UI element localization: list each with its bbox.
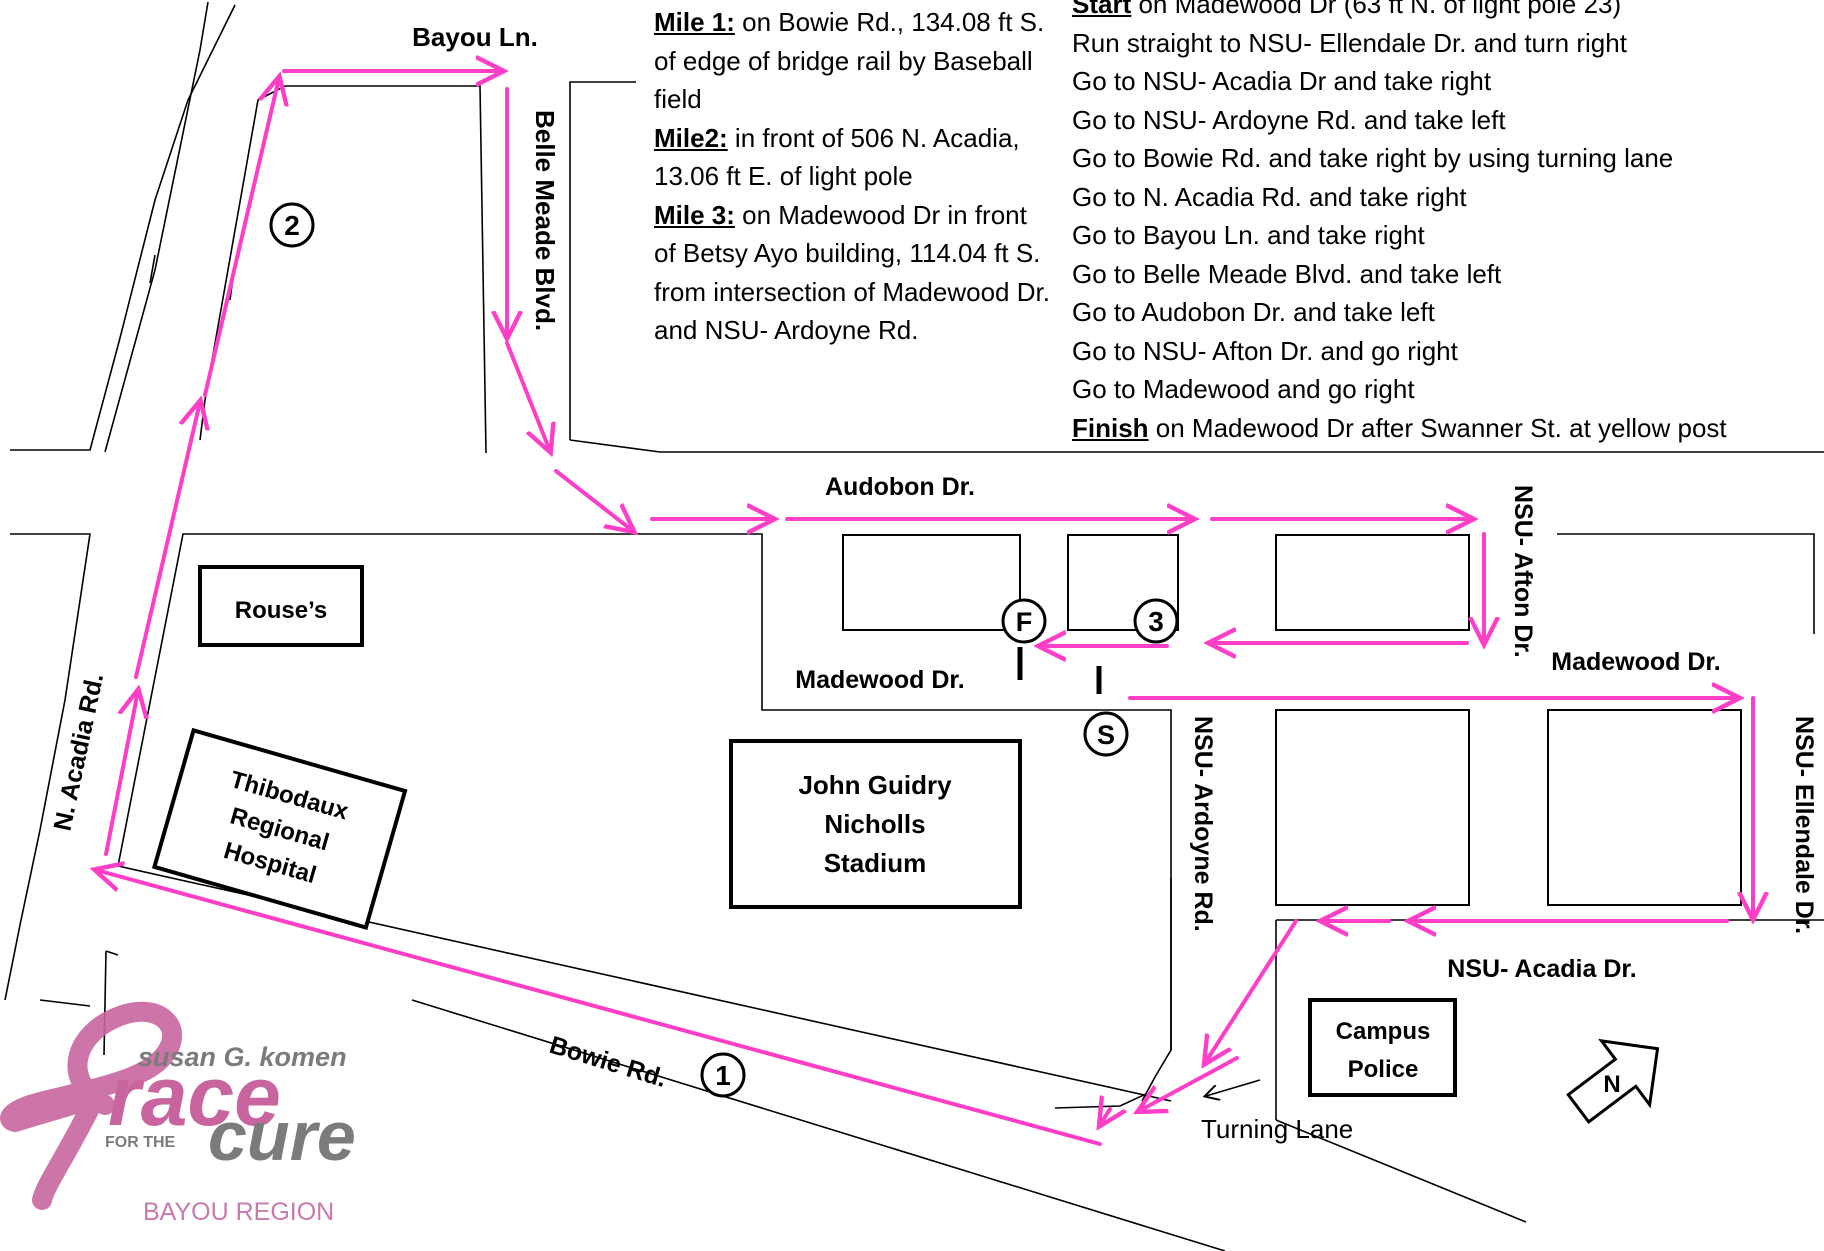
finish-text: on Madewood Dr after Swanner St. at yell… [1148,412,1727,443]
marker-mile-1: 1 [700,1052,746,1098]
turning-lane-pointer [1206,1079,1261,1096]
direction-step: Go to Bowie Rd. and take right by using … [1072,143,1674,173]
ellendale-label: NSU- Ellendale Dr. [1790,716,1818,934]
afton-label: NSU- Afton Dr. [1509,485,1537,658]
direction-step: Go to NSU- Afton Dr. and go right [1072,335,1458,366]
madewood-right-label: Madewood Dr. [1551,648,1720,676]
bowie-label: Bowie Rd. [546,1031,670,1093]
direction-step: Go to NSU- Acadia Dr and take right [1072,66,1492,96]
mile1-text: on Bowie Rd., 134.08 ft S. of edge of br… [654,7,1045,114]
svg-text:S: S [1097,720,1115,750]
logo-region: BAYOU REGION [143,1198,334,1226]
logo-cure: cure [208,1097,356,1175]
ribbon-icon [0,1001,182,1210]
direction-step: Go to Belle Meade Blvd. and take left [1072,258,1502,289]
marker-start: S [1083,711,1129,757]
police-label-1: Campus [1336,1018,1431,1045]
marker-mile-3: 3 [1133,598,1179,644]
komen-logo: susan G. komen race FOR THE cure BAYOU R… [0,1001,356,1226]
marker-mile-2: 2 [269,202,315,248]
svg-text:3: 3 [1148,606,1164,637]
start-text: on Madewood Dr (63 ft N. of light pole 2… [1131,0,1622,19]
stadium-label-3: Stadium [824,848,927,878]
logo-for-the: FOR THE [105,1134,176,1151]
police-label-2: Police [1348,1056,1419,1083]
ardoyne-label: NSU- Ardoyne Rd. [1189,716,1217,932]
mile1-label: Mile 1: [654,7,735,37]
building-stadium: John Guidry Nicholls Stadium [729,739,1022,909]
svg-text:1: 1 [715,1060,731,1091]
north-label: N [1603,1071,1620,1098]
route-directions: Start on Madewood Dr (63 ft N. of light … [1072,0,1822,447]
direction-step: Go to Madewood and go right [1072,374,1415,404]
building-hospital: Thibodaux Regional Hospital [151,727,408,931]
mile2-text: in front of 506 N. Acadia, 13.06 ft E. o… [654,122,1020,192]
mile3-label: Mile 3: [654,199,735,230]
stadium-label-2: Nicholls [824,809,925,839]
logo-race: race [108,1049,281,1143]
belle-meade-label: Belle Meade Blvd. [530,110,560,331]
direction-step: Go to Bayou Ln. and take right [1072,220,1425,250]
rouses-label: Rouse’s [235,597,327,624]
stadium-label-1: John Guidry [798,770,952,800]
madewood-left-label: Madewood Dr. [795,666,964,694]
direction-step: Go to NSU- Ardoyne Rd. and take left [1072,104,1506,135]
direction-step: Go to N. Acadia Rd. and take right [1072,181,1467,212]
svg-text:F: F [1016,607,1033,637]
city-blocks [842,534,1742,906]
turning-lane-label: Turning Lane [1201,1114,1353,1144]
building-campus-police: Campus Police [1308,998,1457,1097]
n-acadia-label: N. Acadia Rd. [48,671,109,834]
north-arrow-icon: N [1566,1038,1660,1124]
bayou-ln-label: Bayou Ln. [412,22,538,52]
audobon-label: Audobon Dr. [825,473,975,501]
building-rouses: Rouse’s [198,565,364,647]
mile-legend: Mile 1: on Bowie Rd., 134.08 ft S. of ed… [654,3,1054,350]
finish-label: Finish [1072,412,1149,443]
logo-name: susan G. komen [138,1042,347,1072]
acadia-dr-label: NSU- Acadia Dr. [1447,955,1636,983]
direction-step: Run straight to NSU- Ellendale Dr. and t… [1072,27,1627,58]
svg-text:2: 2 [284,210,300,241]
start-label: Start [1072,0,1132,19]
race-route [96,71,1753,1146]
direction-step: Go to Audobon Dr. and take left [1072,297,1435,327]
marker-finish: F [1001,598,1047,644]
mile3-text: on Madewood Dr in front of Betsy Ayo bui… [654,199,1050,346]
mile2-label: Mile2: [654,122,728,153]
